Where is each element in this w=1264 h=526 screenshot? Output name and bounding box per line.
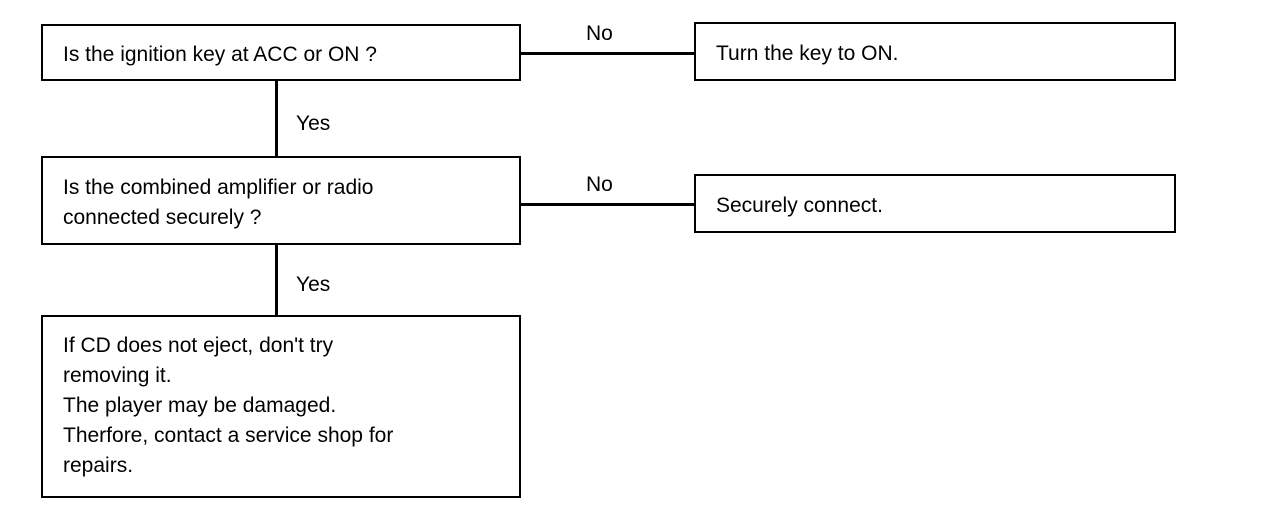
question-amplifier-connected-text: Is the combined amplifier or radio conne… [63, 176, 374, 229]
action-securely-connect-text: Securely connect. [716, 194, 883, 217]
action-turn-key-box: Turn the key to ON. [694, 22, 1176, 81]
connector-q2-to-action2 [521, 203, 694, 206]
action-securely-connect-box: Securely connect. [694, 174, 1176, 233]
branch-label-no-1: No [586, 22, 613, 45]
branch-label-no-2: No [586, 173, 613, 196]
action-turn-key-text: Turn the key to ON. [716, 42, 899, 65]
branch-label-yes-1: Yes [296, 112, 331, 135]
connector-q1-to-q2 [275, 81, 278, 156]
final-contact-service-box: If CD does not eject, don't try removing… [41, 315, 521, 498]
question-ignition-key-box: Is the ignition key at ACC or ON ? [41, 24, 521, 81]
question-amplifier-connected-box: Is the combined amplifier or radio conne… [41, 156, 521, 245]
branch-label-yes-2: Yes [296, 273, 331, 296]
final-contact-service-text: If CD does not eject, don't try removing… [63, 334, 394, 477]
question-ignition-key-text: Is the ignition key at ACC or ON ? [63, 43, 377, 66]
connector-q1-to-action1 [521, 52, 694, 55]
connector-q2-to-final [275, 245, 278, 315]
